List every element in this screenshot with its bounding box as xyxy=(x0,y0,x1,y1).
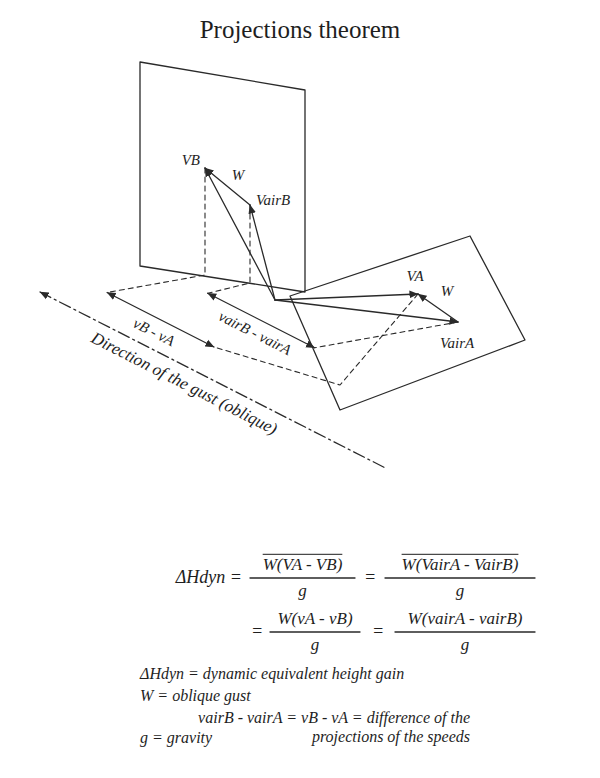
formula-denominator: g xyxy=(298,581,307,601)
formula-numerator: W(VairA - VairB) xyxy=(402,555,519,575)
air-speed-vector xyxy=(250,205,275,300)
equals-sign: = xyxy=(364,567,376,589)
projection-line xyxy=(214,294,418,385)
gust-direction-line xyxy=(40,292,385,468)
formula-denominator: g xyxy=(461,635,470,655)
formula-denominator: g xyxy=(311,635,320,655)
speed-vector xyxy=(205,168,275,300)
fraction-bar xyxy=(250,577,355,578)
formula-numerator: W(vA - vB) xyxy=(277,609,352,629)
vector-label: W xyxy=(441,282,454,300)
formula-numerator: W(vairA - vairB) xyxy=(408,609,523,629)
fraction-bar xyxy=(395,631,535,632)
definition-note: g = gravity xyxy=(140,728,212,747)
definition-note: W = oblique gust xyxy=(140,686,251,705)
projection-line xyxy=(107,168,205,293)
fraction-bar xyxy=(385,577,535,578)
fraction-bar xyxy=(270,631,360,632)
projection-line xyxy=(315,322,458,348)
vector-label: VairB xyxy=(256,191,290,209)
speed-vector xyxy=(275,294,418,300)
equals-sign: = xyxy=(251,621,263,643)
formula-term: ΔHdyn = xyxy=(176,567,242,589)
projection-label: vB - vA xyxy=(130,314,178,350)
vector-label: VB xyxy=(182,151,200,169)
vertical-plane xyxy=(140,62,305,292)
vector-label: VA xyxy=(406,267,423,285)
formula-denominator: g xyxy=(456,581,465,601)
projection-line xyxy=(208,205,250,293)
oblique-plane xyxy=(290,236,525,410)
formula-numerator: W(VA - VB) xyxy=(263,555,343,575)
vector-label: W xyxy=(232,166,245,184)
diagram-title: Projections theorem xyxy=(200,15,401,45)
equals-sign: = xyxy=(372,621,384,643)
definition-note: ΔHdyn = dynamic equivalent height gain xyxy=(140,664,404,683)
vector-label: VairA xyxy=(440,334,474,352)
direction-label: Direction of the gust (oblique) xyxy=(87,328,280,440)
